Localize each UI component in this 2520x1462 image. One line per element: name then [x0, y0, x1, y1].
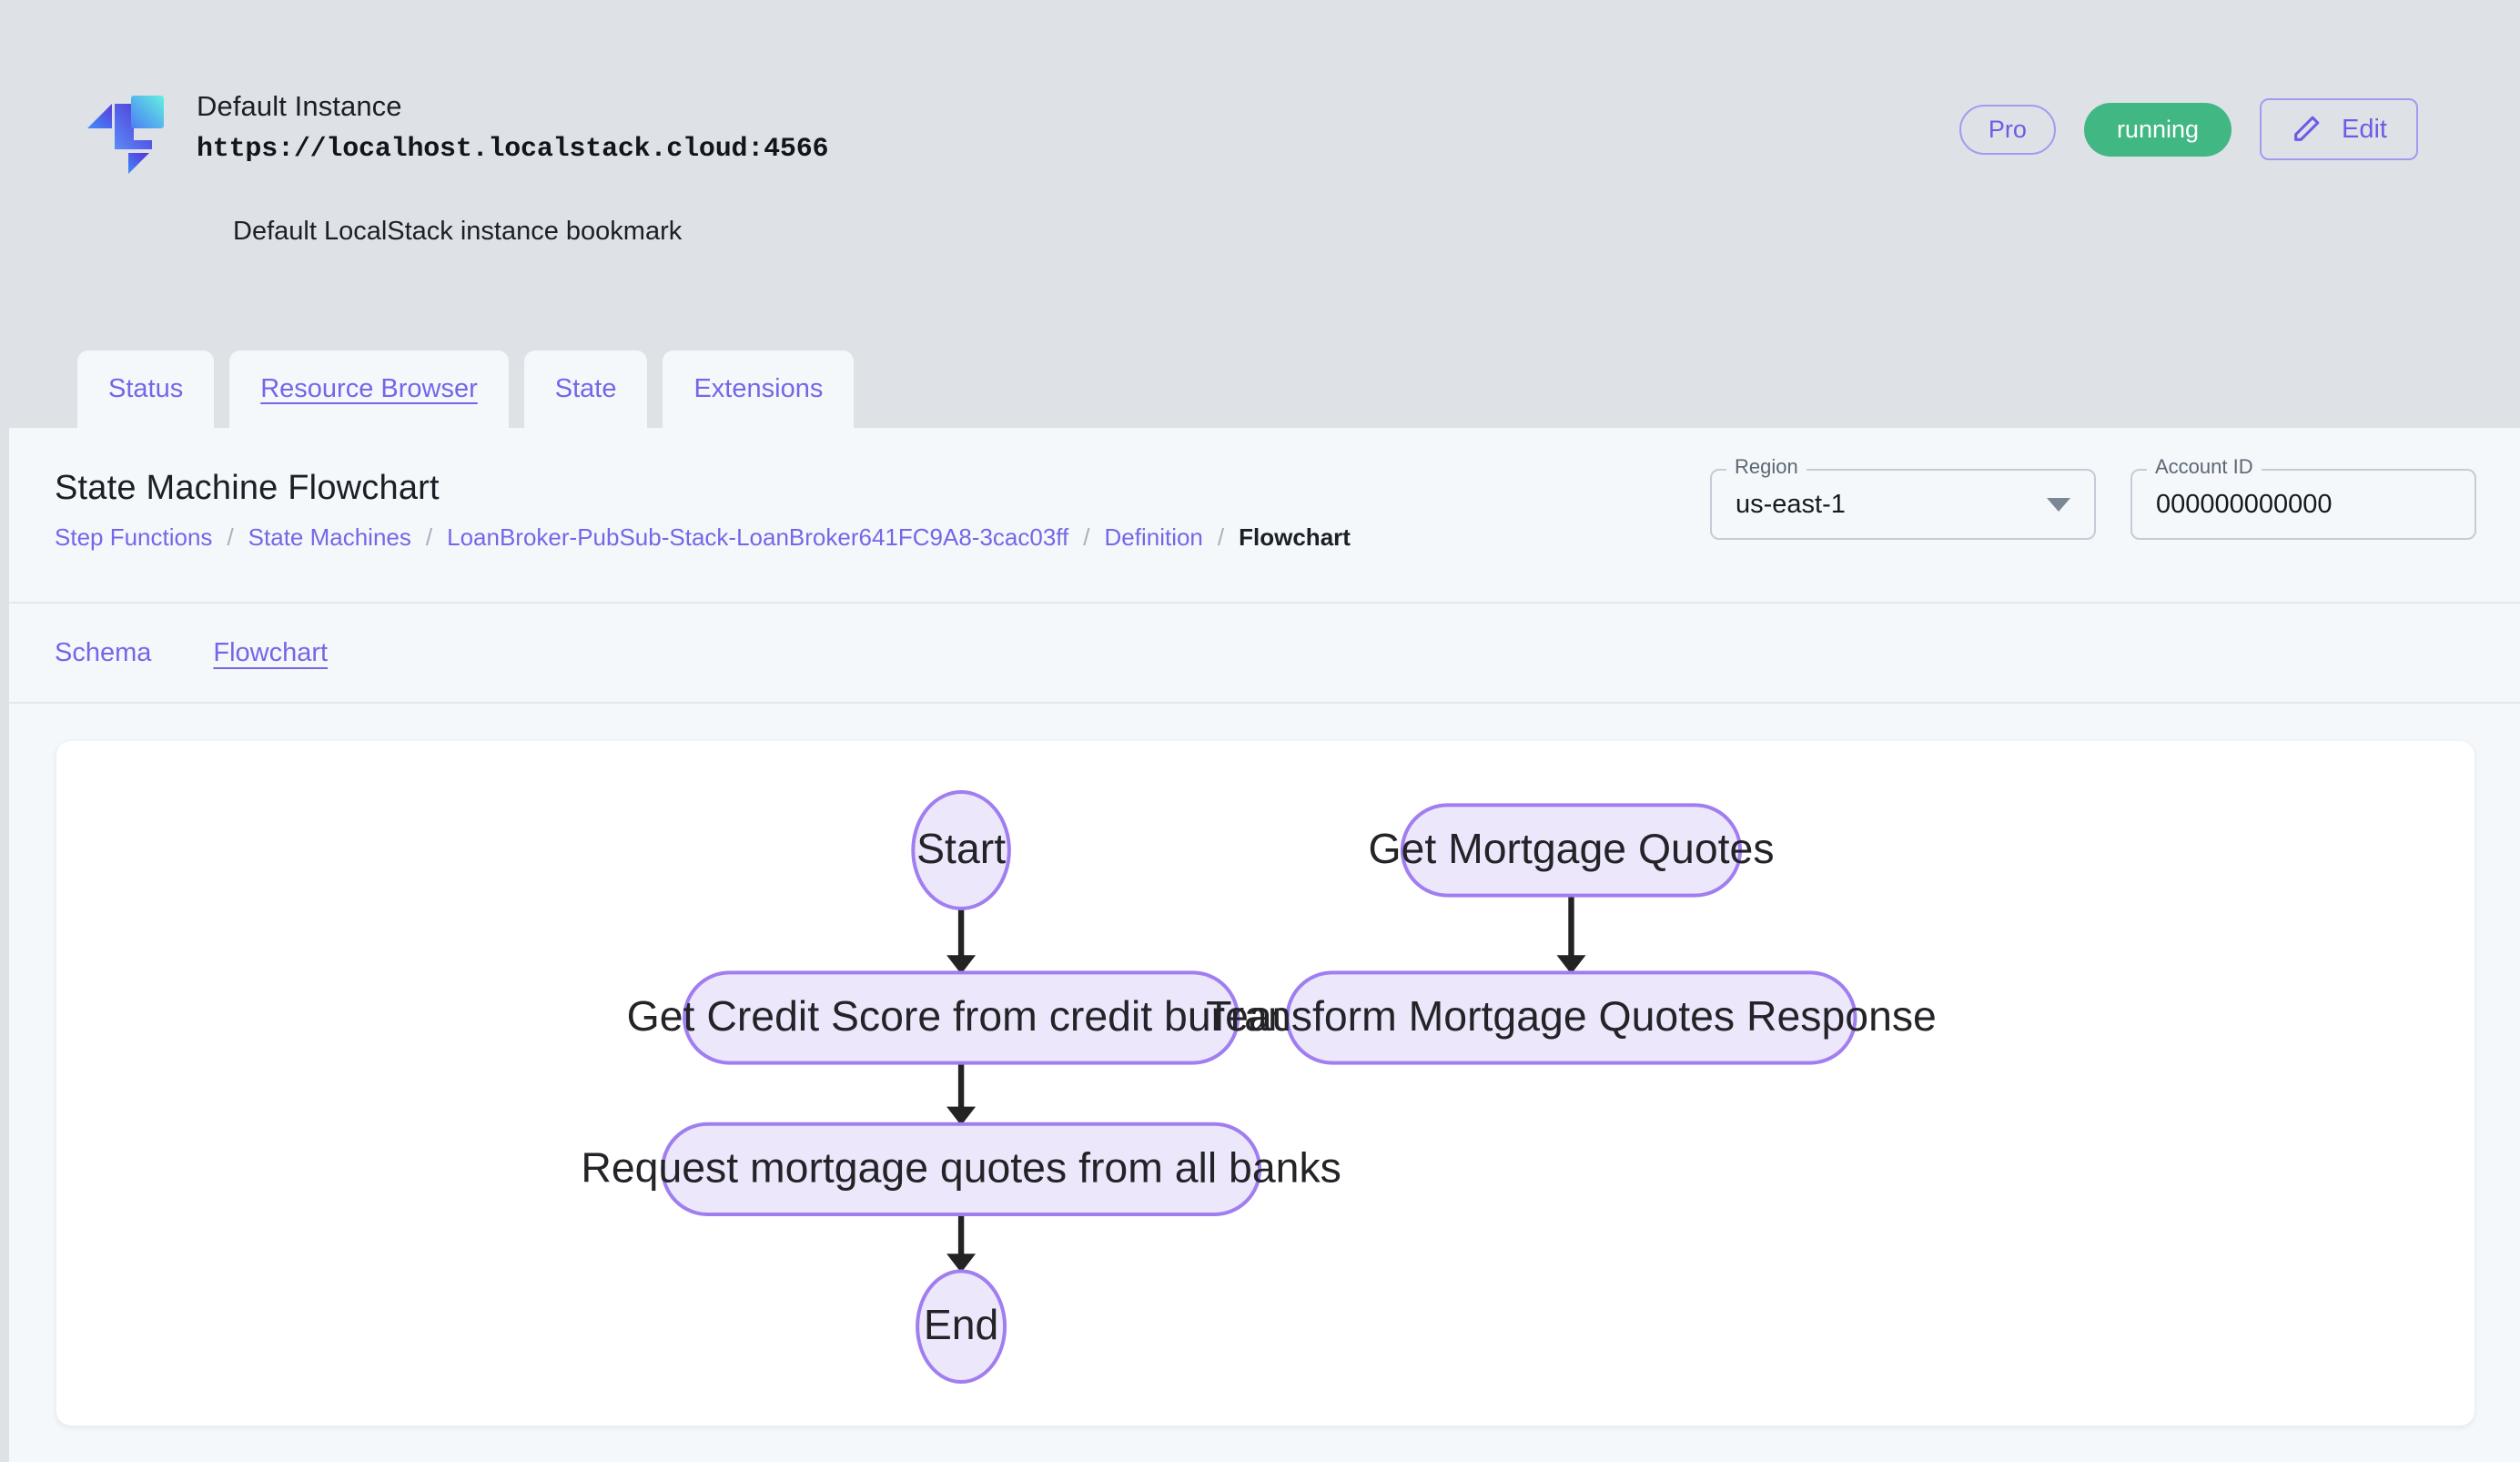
flow-node-request[interactable]: Request mortgage quotes from all banks	[581, 1122, 1341, 1216]
breadcrumb-item-flowchart: Flowchart	[1239, 523, 1351, 551]
flow-edge	[946, 1214, 977, 1273]
edit-button-label: Edit	[2342, 114, 2387, 144]
flow-node-label: Start	[916, 825, 1006, 872]
scope-selectors: Region us-east-1 Account ID 000000000000	[1710, 455, 2476, 540]
flow-node-getquotes[interactable]: Get Mortgage Quotes	[1368, 803, 1775, 898]
tab-resource-browser[interactable]: Resource Browser	[229, 350, 509, 428]
breadcrumb-separator: /	[227, 523, 234, 551]
tab-status[interactable]: Status	[77, 350, 215, 428]
subtab-schema[interactable]: Schema	[55, 637, 152, 667]
region-select[interactable]: us-east-1	[1710, 469, 2096, 540]
flow-edge	[946, 909, 977, 974]
flow-node-label: Transform Mortgage Quotes Response	[1206, 992, 1937, 1040]
page-titlebar: State Machine Flowchart Step Functions /…	[9, 428, 2520, 604]
pro-badge[interactable]: Pro	[1958, 104, 2056, 155]
subtab-flowchart[interactable]: Flowchart	[213, 637, 329, 667]
account-id-field: Account ID 000000000000	[2130, 455, 2476, 540]
breadcrumb-item-definition[interactable]: Definition	[1104, 523, 1203, 551]
edit-button[interactable]: Edit	[2260, 98, 2418, 160]
flow-node-transform[interactable]: Transform Mortgage Quotes Response	[1206, 970, 1937, 1065]
flow-node-start[interactable]: Start	[911, 790, 1011, 910]
page-body: State Machine Flowchart Step Functions /…	[9, 428, 2520, 1462]
breadcrumb-separator: /	[1217, 523, 1225, 551]
region-value: us-east-1	[1736, 489, 1846, 519]
breadcrumb-separator: /	[1083, 523, 1090, 551]
status-badge: running	[2083, 102, 2232, 157]
instance-description: Default LocalStack instance bookmark	[233, 217, 683, 246]
main-tabs: Status Resource Browser State Extensions	[0, 350, 2520, 428]
account-id-label: Account ID	[2147, 455, 2262, 479]
breadcrumb-separator: /	[425, 523, 433, 551]
localstack-logo-icon	[84, 84, 171, 175]
breadcrumb-item-state-machines[interactable]: State Machines	[248, 523, 411, 551]
account-id-input[interactable]: 000000000000	[2130, 469, 2476, 540]
flow-node-label: Get Mortgage Quotes	[1368, 825, 1774, 872]
instance-name: Default Instance	[197, 90, 402, 122]
instance-header: Default Instance https://localhost.local…	[0, 0, 2520, 428]
chevron-down-icon	[2047, 497, 2070, 512]
breadcrumb: Step Functions / State Machines / LoanBr…	[55, 523, 1351, 552]
flow-node-label: End	[924, 1301, 999, 1348]
flow-node-end[interactable]: End	[916, 1269, 1007, 1384]
region-field: Region us-east-1	[1710, 455, 2096, 540]
flow-edge	[1556, 895, 1586, 974]
instance-identity: Default Instance https://localhost.local…	[84, 80, 829, 175]
flow-node-label: Get Credit Score from credit bureau	[627, 992, 1296, 1040]
tab-state[interactable]: State	[523, 350, 648, 428]
page-title: State Machine Flowchart	[55, 469, 440, 507]
breadcrumb-item-state-machine-name[interactable]: LoanBroker-PubSub-Stack-LoanBroker641FC9…	[447, 523, 1069, 551]
tab-extensions[interactable]: Extensions	[663, 350, 855, 428]
breadcrumb-item-step-functions[interactable]: Step Functions	[55, 523, 213, 551]
view-subtabs: Schema Flowchart	[9, 604, 2520, 704]
header-actions: Pro running Edit	[1958, 98, 2418, 160]
flow-node-label: Request mortgage quotes from all banks	[581, 1143, 1341, 1191]
account-id-value: 000000000000	[2156, 489, 2333, 519]
pencil-icon	[2291, 114, 2322, 145]
region-label: Region	[1726, 455, 1807, 479]
instance-url: https://localhost.localstack.cloud:4566	[197, 133, 829, 165]
flow-node-credit[interactable]: Get Credit Score from credit bureau	[627, 970, 1296, 1065]
flow-edge	[946, 1062, 977, 1126]
